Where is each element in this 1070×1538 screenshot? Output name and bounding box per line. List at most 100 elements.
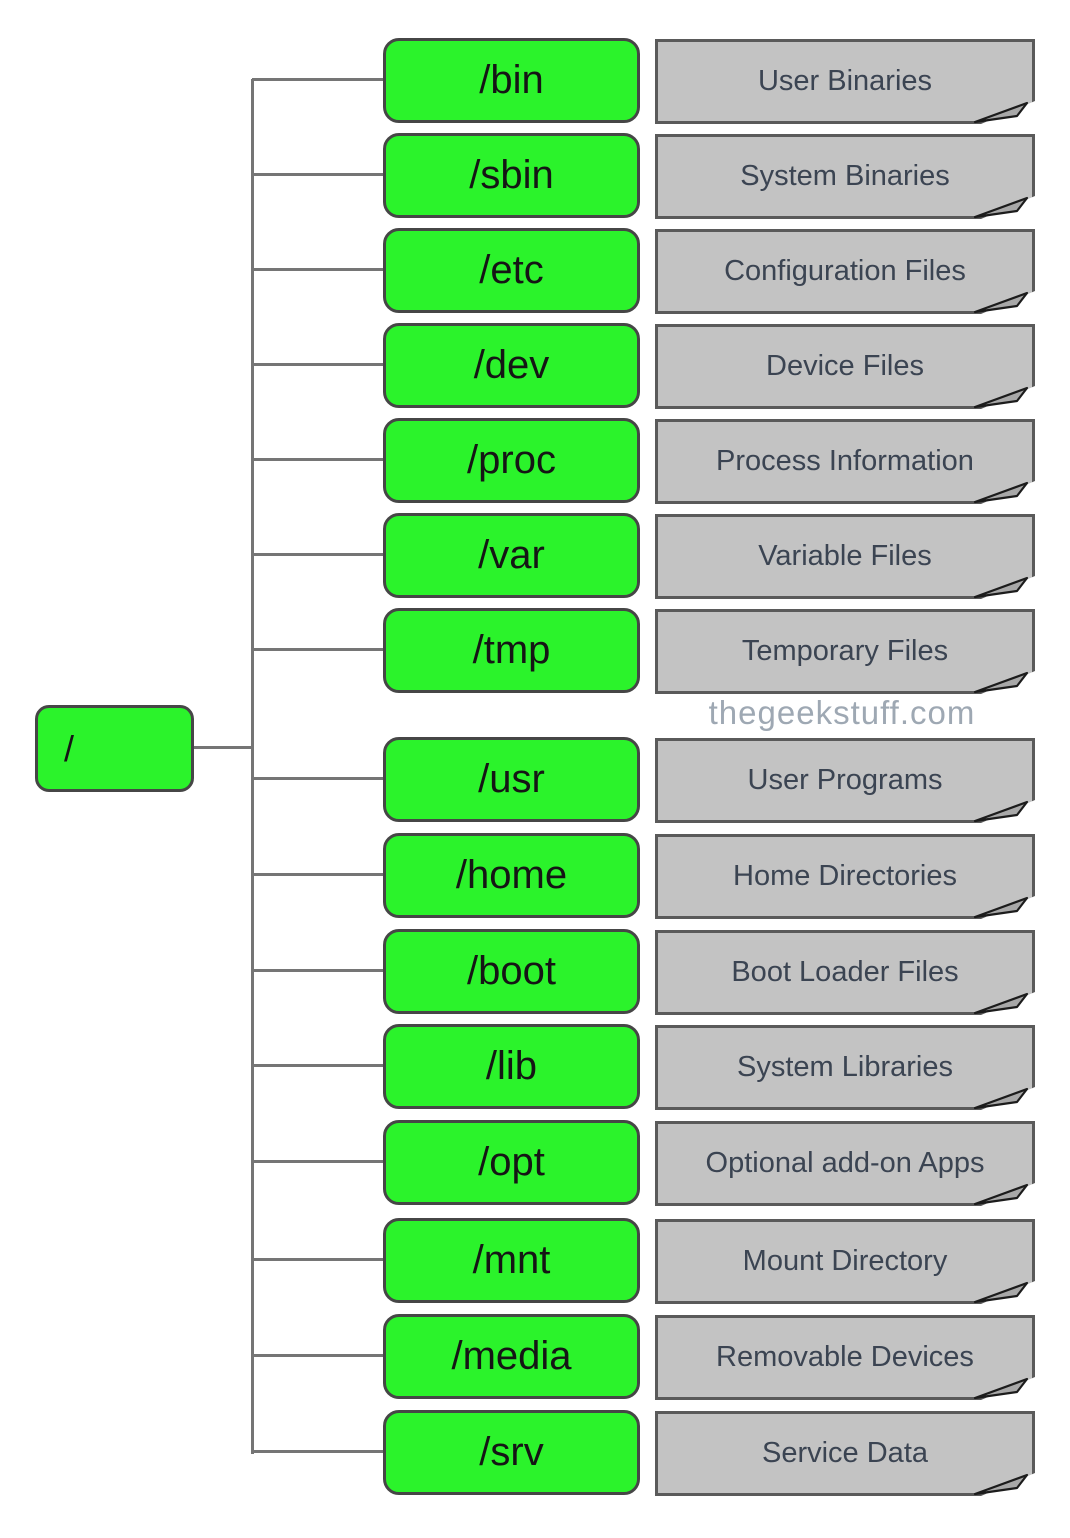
row-etc: /etc Configuration Files — [252, 228, 1043, 314]
folded-corner-icon — [973, 992, 1035, 1015]
note-label: Process Information — [716, 445, 974, 477]
dir-label: /boot — [467, 949, 556, 993]
folded-corner-icon — [973, 1473, 1035, 1496]
note-system-binaries: System Binaries — [655, 134, 1035, 219]
note-label: User Programs — [747, 764, 943, 796]
folded-corner-icon — [973, 800, 1035, 823]
note-label: Mount Directory — [742, 1245, 948, 1277]
folded-corner-icon — [973, 386, 1035, 409]
note-label: Temporary Files — [741, 635, 949, 667]
row-sbin: /sbin System Binaries — [252, 133, 1043, 219]
note-optional-addon-apps: Optional add-on Apps — [655, 1121, 1035, 1206]
dir-label: /lib — [485, 1044, 538, 1088]
row-lib: /lib System Libraries — [252, 1024, 1043, 1110]
row-bin: /bin User Binaries — [252, 38, 1043, 124]
note-label: Optional add-on Apps — [705, 1147, 985, 1179]
folded-corner-icon — [973, 196, 1035, 219]
dir-node-tmp: /tmp — [383, 608, 640, 693]
dir-node-etc: /etc — [383, 228, 640, 313]
folded-corner-icon — [973, 1377, 1035, 1400]
folded-corner-icon — [973, 576, 1035, 599]
folded-corner-icon — [973, 1281, 1035, 1304]
branch-line — [252, 873, 384, 876]
row-dev: /dev Device Files — [252, 323, 1043, 409]
dir-label: /srv — [479, 1430, 544, 1474]
dir-label: /usr — [478, 757, 545, 801]
folded-corner-icon — [973, 896, 1035, 919]
dir-node-opt: /opt — [383, 1120, 640, 1205]
dir-label: /proc — [467, 438, 556, 482]
branch-line — [252, 268, 384, 271]
note-label: Home Directories — [733, 860, 957, 892]
branch-line — [252, 969, 384, 972]
note-user-binaries: User Binaries — [655, 39, 1035, 124]
dir-label: /dev — [473, 343, 550, 387]
note-temporary-files: Temporary Files — [655, 609, 1035, 694]
branch-line — [252, 648, 384, 651]
dir-node-boot: /boot — [383, 929, 640, 1014]
branch-line — [252, 1354, 384, 1357]
dir-node-root: / — [35, 705, 194, 792]
dir-label: /tmp — [472, 628, 551, 672]
note-configuration-files: Configuration Files — [655, 229, 1035, 314]
note-removable-devices: Removable Devices — [655, 1315, 1035, 1400]
note-label: Service Data — [761, 1437, 928, 1469]
branch-line — [252, 1064, 384, 1067]
dir-node-var: /var — [383, 513, 640, 598]
branch-line — [252, 777, 384, 780]
dir-node-bin: /bin — [383, 38, 640, 123]
watermark: thegeekstuff.com — [708, 694, 976, 731]
row-tmp: /tmp Temporary Files — [252, 608, 1043, 694]
dir-label: /opt — [478, 1140, 545, 1184]
note-label: System Binaries — [740, 160, 950, 192]
folded-corner-icon — [973, 101, 1035, 124]
note-label: Variable Files — [758, 540, 932, 572]
dir-label: /media — [451, 1334, 572, 1378]
note-label: Removable Devices — [716, 1341, 974, 1373]
folded-corner-icon — [973, 481, 1035, 504]
note-mount-directory: Mount Directory — [655, 1219, 1035, 1304]
row-usr: /usr User Programs — [252, 737, 1043, 823]
dir-label: /sbin — [469, 153, 554, 197]
dir-label: /var — [478, 533, 545, 577]
row-boot: /boot Boot Loader Files — [252, 929, 1043, 1015]
note-label: User Binaries — [757, 65, 933, 97]
branch-line — [252, 173, 384, 176]
dir-node-media: /media — [383, 1314, 640, 1399]
branch-line — [252, 1450, 384, 1453]
note-label: Boot Loader Files — [731, 956, 959, 988]
note-service-data: Service Data — [655, 1411, 1035, 1496]
dir-label: /home — [455, 853, 568, 897]
note-label: System Libraries — [737, 1051, 953, 1083]
note-boot-loader-files: Boot Loader Files — [655, 930, 1035, 1015]
branch-line — [252, 553, 384, 556]
note-variable-files: Variable Files — [655, 514, 1035, 599]
dir-label-root: / — [64, 727, 75, 769]
dir-node-srv: /srv — [383, 1410, 640, 1495]
note-label: Device Files — [766, 350, 924, 382]
row-opt: /opt Optional add-on Apps — [252, 1120, 1043, 1206]
row-home: /home Home Directories — [252, 833, 1043, 919]
row-var: /var Variable Files — [252, 513, 1043, 599]
dir-node-dev: /dev — [383, 323, 640, 408]
branch-line — [252, 1160, 384, 1163]
dir-node-proc: /proc — [383, 418, 640, 503]
note-label: Configuration Files — [724, 255, 966, 287]
row-srv: /srv Service Data — [252, 1410, 1043, 1496]
note-user-programs: User Programs — [655, 738, 1035, 823]
dir-label: /mnt — [472, 1238, 551, 1282]
dir-node-mnt: /mnt — [383, 1218, 640, 1303]
row-mnt: /mnt Mount Directory — [252, 1218, 1043, 1304]
root-connector-line — [166, 746, 252, 749]
branch-line — [252, 78, 384, 81]
note-device-files: Device Files — [655, 324, 1035, 409]
dir-node-usr: /usr — [383, 737, 640, 822]
note-process-information: Process Information — [655, 419, 1035, 504]
folded-corner-icon — [973, 291, 1035, 314]
dir-node-sbin: /sbin — [383, 133, 640, 218]
dir-label: /bin — [479, 58, 544, 102]
branch-line — [252, 458, 384, 461]
dir-label: /etc — [479, 248, 544, 292]
row-media: /media Removable Devices — [252, 1314, 1043, 1400]
